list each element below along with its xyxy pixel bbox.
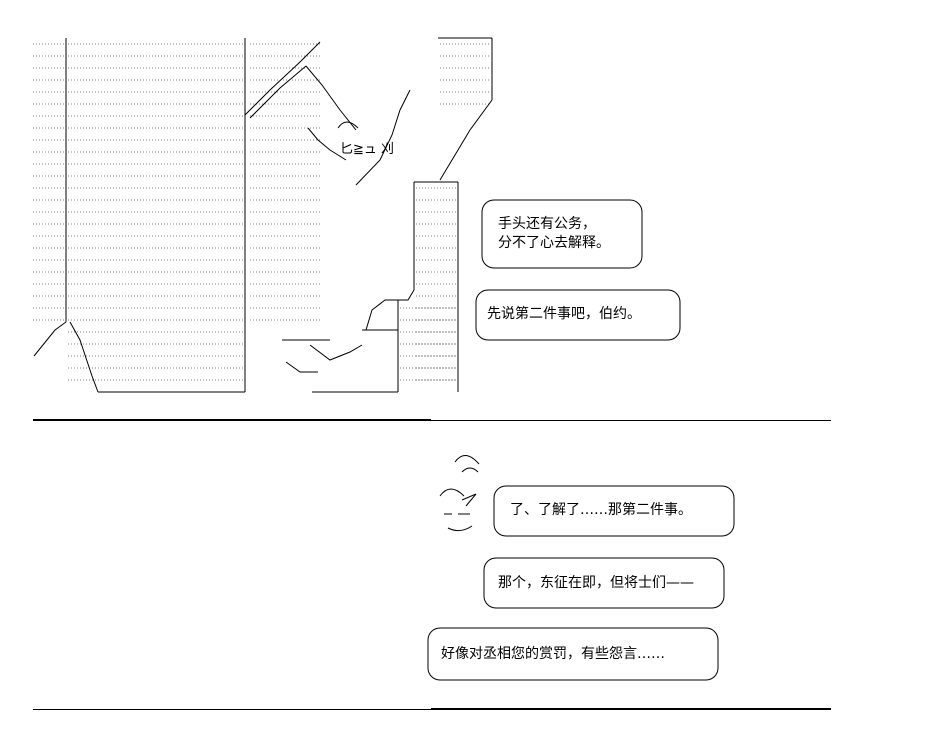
speech-bubble-2: 先说第二件事吧，伯约。 <box>487 305 641 324</box>
speech-bubble-5: 好像对丞相您的赏罚，有些怨言…… <box>441 645 665 664</box>
speech-bubble-1: 手头还有公务， 分不了心去解释。 <box>498 215 610 253</box>
bubble-line: 了、了解了……那第二件事。 <box>510 502 692 518</box>
figure-right-character <box>282 37 493 393</box>
speech-bubble-3: 了、了解了……那第二件事。 <box>510 501 692 520</box>
panel-divider-top-right <box>431 420 831 421</box>
speech-bubble-4: 那个，东征在即，但将士们—— <box>498 574 694 593</box>
panel-divider-bottom-left <box>33 709 431 710</box>
panel-divider-bottom-right <box>431 708 831 710</box>
bubble-line: 分不了心去解释。 <box>498 235 610 251</box>
face-text: 匕≧ュ 刈 <box>340 142 395 157</box>
panel-divider-top-left <box>33 419 431 421</box>
speech-bubble-outlines <box>427 199 735 681</box>
bubble-line: 手头还有公务， <box>498 216 596 232</box>
figure-left-robe <box>33 38 321 393</box>
bubble-line: 好像对丞相您的赏罚，有些怨言…… <box>441 646 665 662</box>
bubble-line: 先说第二件事吧，伯约。 <box>487 306 641 322</box>
dotted-texture <box>33 43 490 381</box>
bubble-line: 那个，东征在即，但将士们—— <box>498 575 694 591</box>
face-lines-bottom <box>439 455 480 532</box>
